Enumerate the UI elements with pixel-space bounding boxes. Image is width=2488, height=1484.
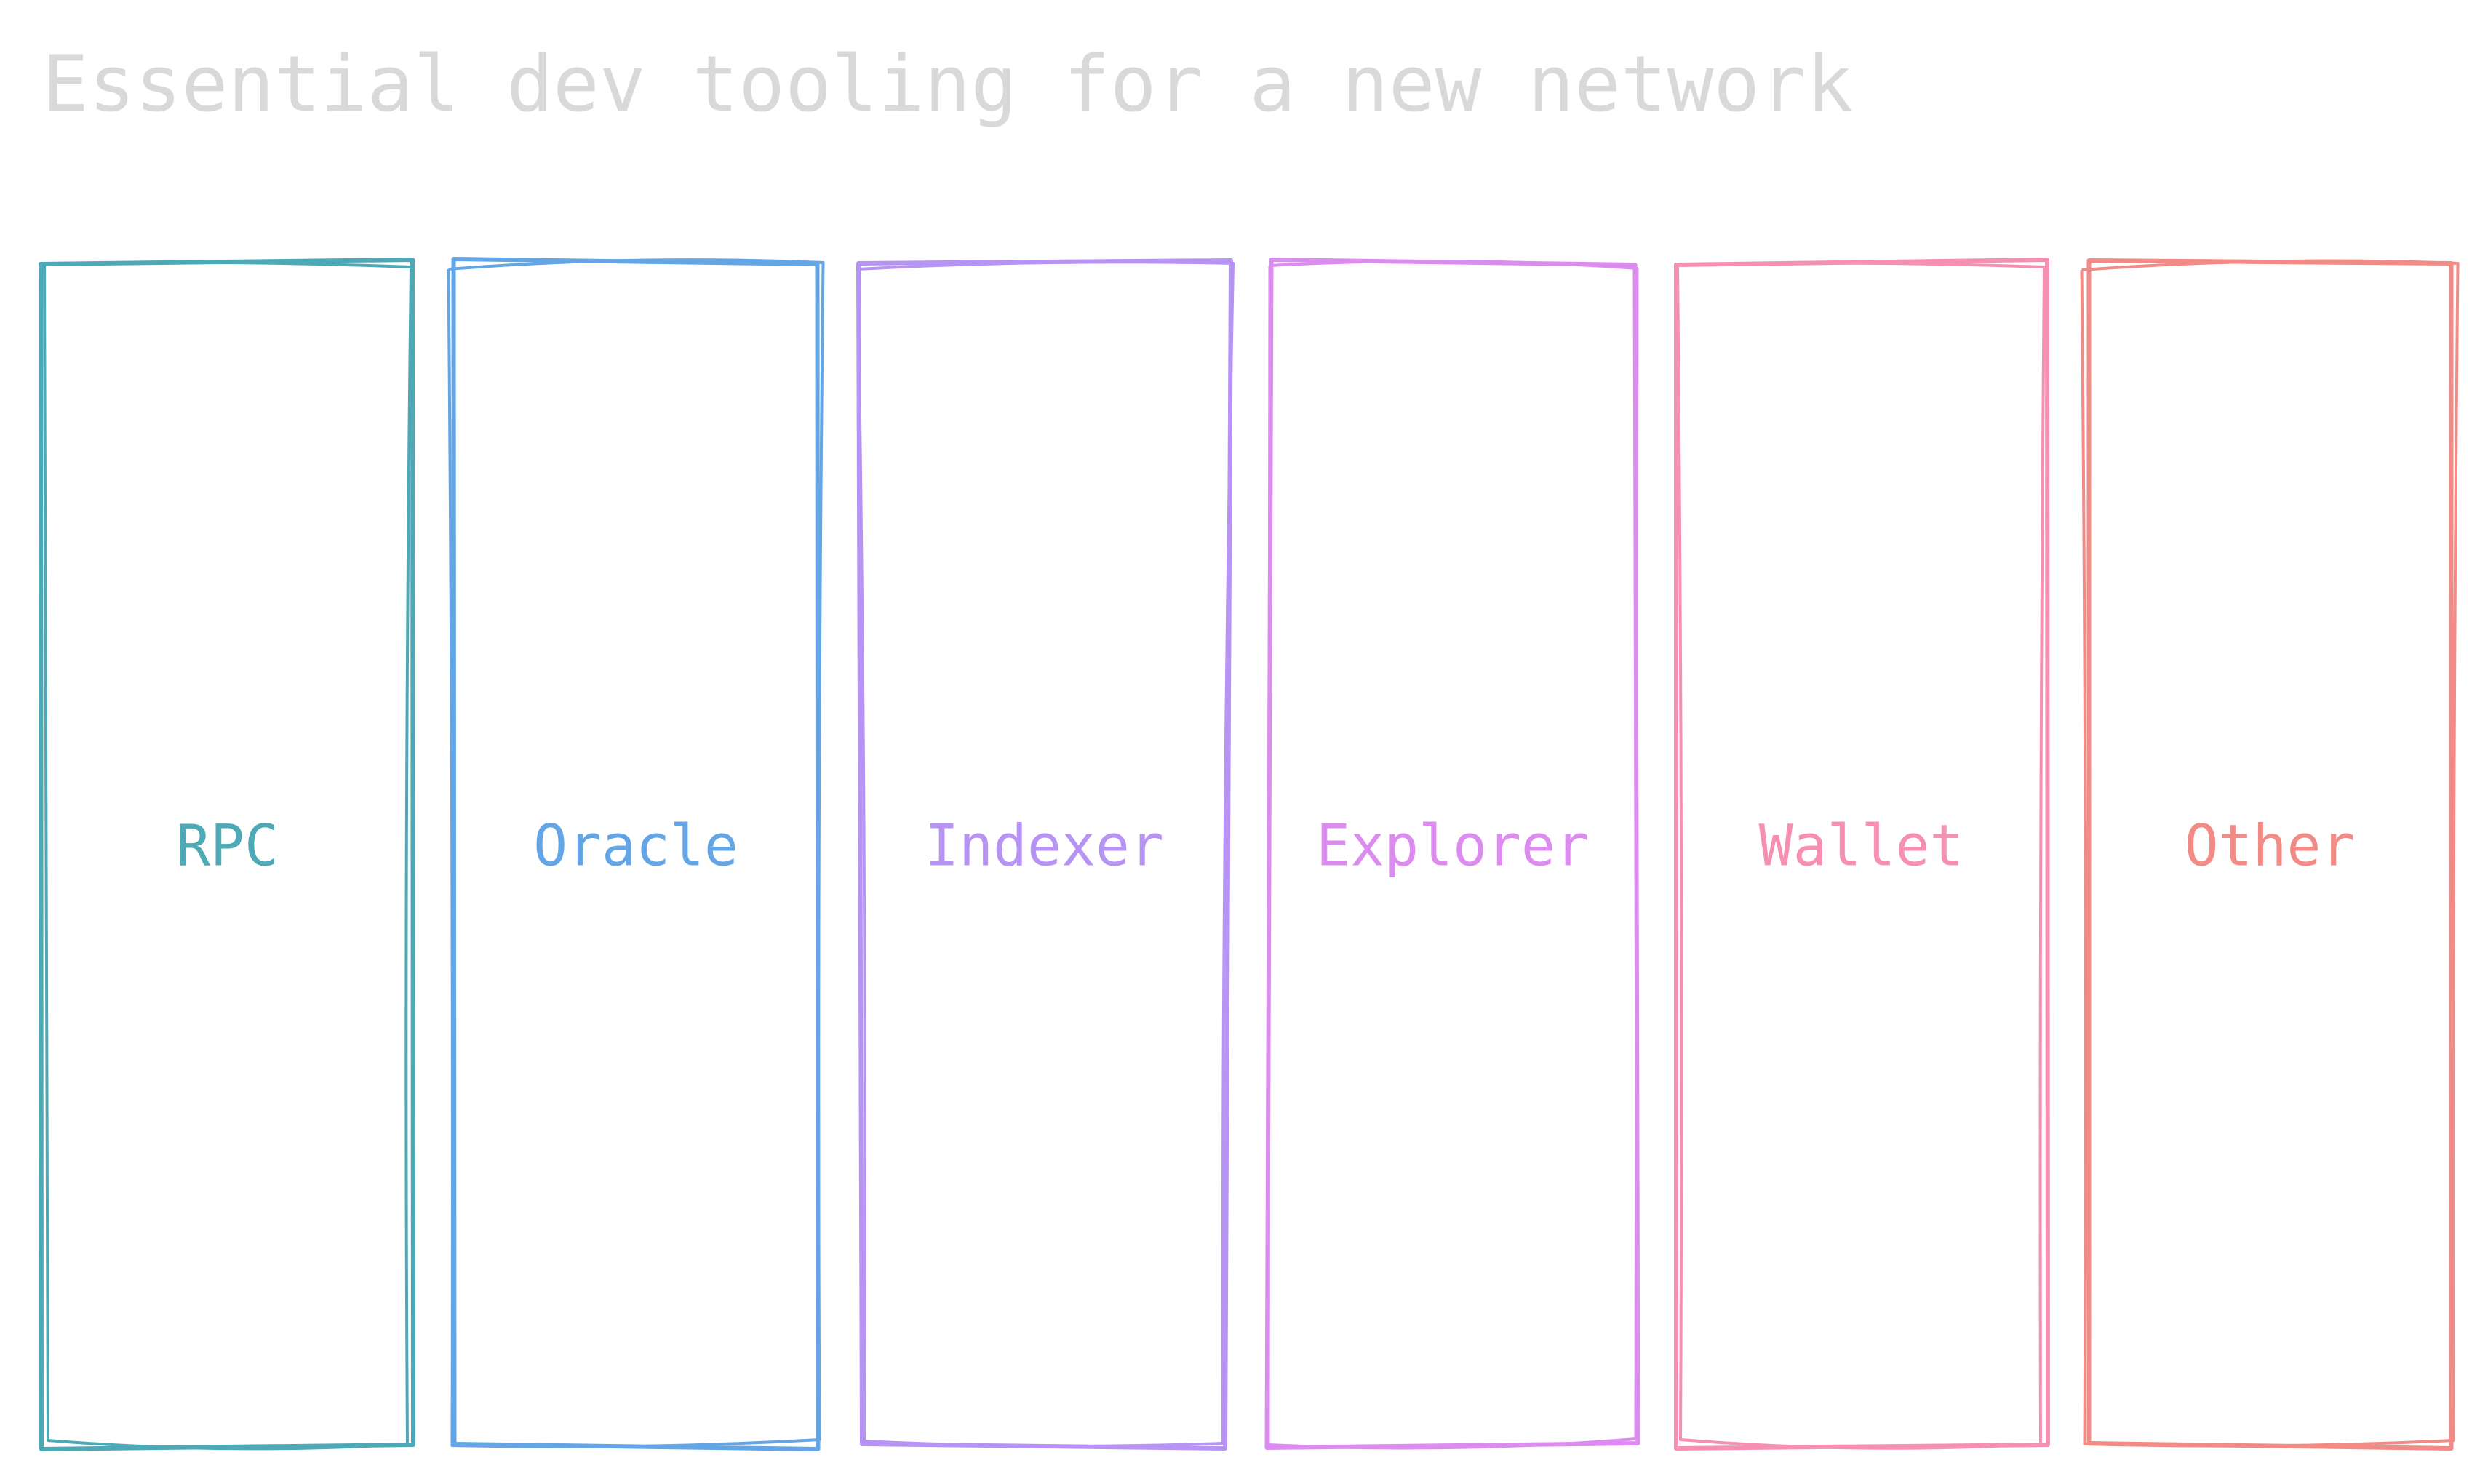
column-label: Other: [2185, 813, 2356, 879]
column-label: RPC: [176, 813, 279, 879]
column-box: [451, 257, 821, 1451]
column-box: [1674, 258, 2050, 1451]
diagram-title: Essential dev tooling for a new network: [42, 39, 1853, 129]
column-box: [2086, 258, 2454, 1451]
column-wallet: Wallet: [1674, 258, 2050, 1451]
column-label: Explorer: [1316, 813, 1590, 879]
column-box: [39, 258, 415, 1451]
column-other: Other: [2080, 258, 2460, 1451]
column-box-sketch: [856, 260, 1235, 1448]
column-oracle: Oracle: [447, 257, 825, 1451]
column-label: Indexer: [925, 813, 1164, 879]
column-rpc: RPC: [39, 258, 415, 1451]
column-indexer: Indexer: [856, 258, 1235, 1451]
columns-layer: RPC Oracle Indexer Explorer Wallet Other: [39, 257, 2460, 1451]
column-label: Wallet: [1759, 813, 1964, 879]
column-box-sketch: [447, 258, 825, 1448]
column-box-sketch: [1676, 261, 2046, 1450]
column-box-sketch: [1267, 259, 1639, 1450]
column-label: Oracle: [533, 813, 738, 879]
column-explorer: Explorer: [1264, 258, 1640, 1450]
column-box-sketch: [2080, 259, 2460, 1448]
column-box-sketch: [43, 260, 412, 1451]
